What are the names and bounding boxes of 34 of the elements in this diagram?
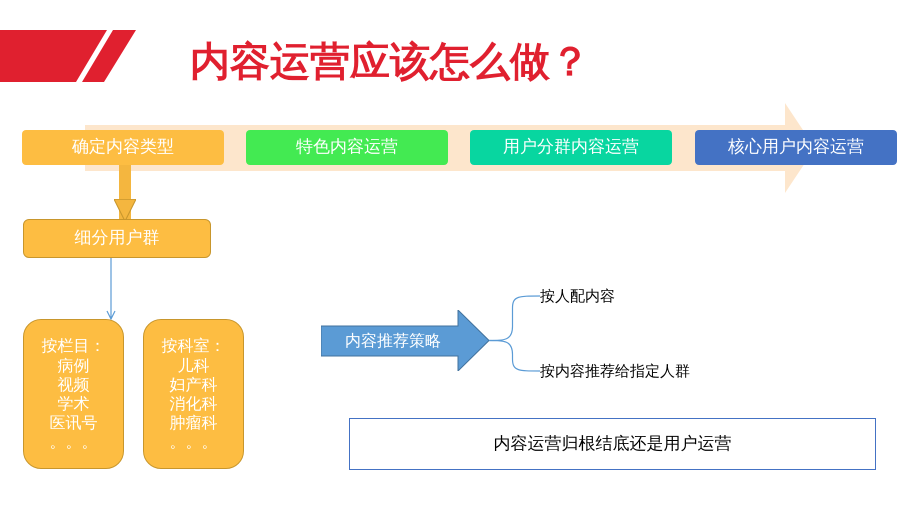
card-heading: 按科室： <box>162 336 226 356</box>
step-box <box>246 130 448 165</box>
step-box <box>470 130 672 165</box>
step-box <box>22 130 224 165</box>
category-card <box>23 319 124 469</box>
node-label: 细分用户群 <box>74 228 160 249</box>
block-arrow <box>321 310 489 371</box>
arrow <box>106 258 116 320</box>
conclusion-box <box>349 418 876 470</box>
node-label: 。。。 <box>170 432 218 452</box>
step-box <box>695 130 897 165</box>
node-label: 内容运营归根结底还是用户运营 <box>494 434 732 454</box>
node-label: 妇产科 <box>170 374 218 394</box>
node-label: 学术 <box>58 394 90 414</box>
node-label: 核心用户内容运营 <box>728 137 864 158</box>
node-label: 消化科 <box>170 394 218 414</box>
node-label: 儿科 <box>178 356 210 375</box>
node-label: 内容推荐策略 <box>345 330 441 350</box>
node-label: 病例 <box>58 356 90 375</box>
title: 内容运营应该怎么做？ <box>190 38 590 87</box>
node-label: 特色内容运营 <box>296 137 398 158</box>
brace-line <box>489 340 540 372</box>
category-card <box>143 319 244 469</box>
strategy-text: 按内容推荐给指定人群 <box>540 362 690 380</box>
card-heading: 按栏目： <box>42 336 106 356</box>
node-label: 用户分群内容运营 <box>503 137 639 158</box>
arrow <box>113 165 137 222</box>
node-label: 视频 <box>58 374 90 394</box>
strategy-text: 按人配内容 <box>540 287 615 305</box>
process-box <box>23 219 211 258</box>
node-label: 。。。 <box>50 432 98 452</box>
node-label: 确定内容类型 <box>72 137 174 158</box>
node-label: 肿瘤科 <box>170 413 218 432</box>
node-label: 医讯号 <box>50 413 98 432</box>
